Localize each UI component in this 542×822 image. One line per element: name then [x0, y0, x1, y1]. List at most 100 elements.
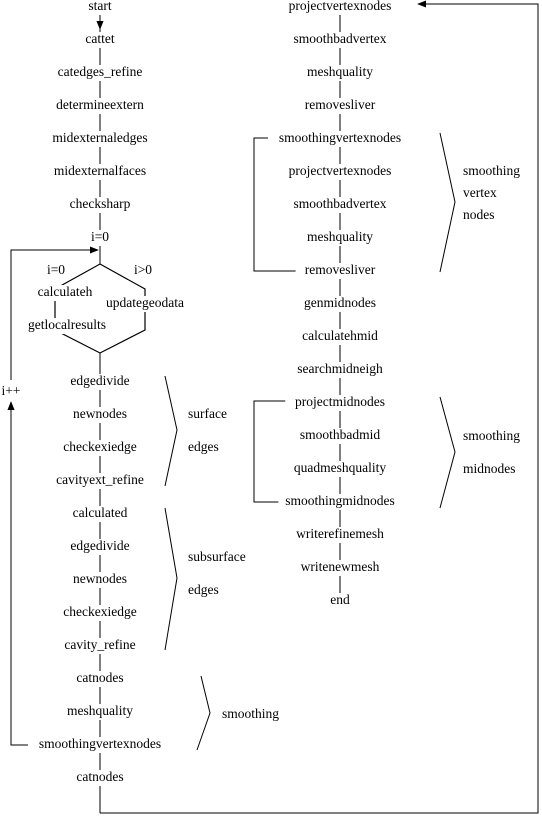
smoothing-midnodes-label-0-bg: [460, 429, 529, 445]
node-labels: startcattetcatedges_refinedetermineexter…: [0, 0, 529, 785]
branch-left-item-1-bg: [12, 318, 122, 334]
right-node-4: smoothingvertexnodes: [279, 130, 401, 145]
left-node-2-bg: [45, 65, 155, 81]
surface-edges-label-1: edges: [188, 439, 219, 454]
left-node-1-bg: [76, 32, 124, 48]
right-node-2: meshquality: [307, 64, 373, 79]
smoothing-bracket: [196, 675, 211, 751]
left-node-3-bg: [45, 98, 155, 114]
left-node-16: cavity_refine: [64, 637, 135, 652]
right-node-18: end: [330, 592, 350, 607]
left-node-8-bg: [62, 374, 138, 390]
left-node-12-bg: [62, 506, 138, 522]
right-node-13-bg: [295, 428, 385, 444]
branch-left-condition-bg: [42, 263, 70, 279]
right-node-0: projectvertexnodes: [289, 0, 392, 13]
left-node-7-bg: [86, 230, 114, 246]
subsurface-edges-bracket: [164, 507, 178, 651]
left-node-12: calculated: [73, 505, 128, 520]
branch-left-item-0-bg: [27, 285, 103, 301]
left-node-0-bg: [79, 0, 121, 15]
left-node-6: checksharp: [70, 196, 131, 211]
left-node-20: catnodes: [76, 769, 123, 784]
right-node-10: calculatehmid: [302, 328, 378, 343]
branch-right-condition: i>0: [134, 262, 152, 277]
smoothing-vertex-nodes-bracket: [439, 132, 456, 273]
smoothing-midnodes-label-0: smoothing: [463, 428, 520, 443]
left-node-19: smoothingvertexnodes: [39, 736, 161, 751]
left-node-14-bg: [69, 572, 131, 588]
right-node-9-bg: [299, 296, 381, 312]
left-node-3: determineextern: [56, 97, 144, 112]
right-node-6: smoothbadvertex: [294, 196, 387, 211]
right-node-14: quadmeshquality: [294, 460, 386, 475]
left-node-8: edgedivide: [70, 373, 129, 388]
left-node-15: checkexiedge: [63, 604, 136, 619]
right-node-14-bg: [285, 461, 395, 477]
surface-edges-label-0: surface: [188, 406, 227, 421]
right-node-12: projectmidnodes: [295, 394, 385, 409]
left-node-1: cattet: [85, 31, 114, 46]
right-node-7: meshquality: [307, 229, 373, 244]
left-node-11-bg: [41, 473, 159, 489]
smoothing-vertex-nodes-label-1-bg: [460, 186, 508, 202]
right-node-5-bg: [274, 164, 406, 180]
branch-left-item-1: getlocalresults: [28, 317, 106, 332]
smoothing-label-0: smoothing: [222, 706, 279, 721]
left-node-11: cavityext_refine: [56, 472, 144, 487]
left-node-9-bg: [69, 407, 131, 423]
left-node-9: newnodes: [73, 406, 127, 421]
right-node-6-bg: [285, 197, 395, 213]
right-node-7-bg: [299, 230, 381, 246]
branch-right-condition-bg: [129, 263, 157, 279]
right-node-8-bg: [295, 263, 385, 279]
subsurface-edges-label-1: edges: [188, 582, 219, 597]
left-node-18-bg: [59, 704, 141, 720]
connector-to-right-column: [100, 0, 539, 814]
branch-left-condition: i=0: [47, 262, 65, 277]
surface-edges-bracket: [164, 375, 178, 487]
loop-label: i++: [2, 383, 21, 398]
right-node-8: removesliver: [305, 262, 376, 277]
left-node-10: checkexiedge: [63, 439, 136, 454]
loop-label-bg: [0, 384, 25, 400]
right-node-17-bg: [295, 560, 385, 576]
left-node-13-bg: [62, 539, 138, 555]
right-node-15: smoothingmidnodes: [285, 493, 395, 508]
smoothing-vertex-nodes-label-1: vertex: [463, 185, 497, 200]
left-node-16-bg: [52, 638, 148, 654]
right-node-12-bg: [285, 395, 395, 411]
right-node-3: removesliver: [305, 97, 376, 112]
right-node-9: genmidnodes: [304, 295, 376, 310]
smoothing-vertex-nodes-label-0: smoothing: [463, 163, 520, 178]
left-node-6-bg: [62, 197, 138, 213]
left-node-10-bg: [55, 440, 145, 456]
right-node-16: writerefinemesh: [296, 526, 384, 541]
left-node-19-bg: [28, 737, 172, 753]
surface-edges-label-0-bg: [185, 407, 240, 423]
left-node-15-bg: [55, 605, 145, 621]
vertex-loop-line: [253, 134, 305, 272]
left-node-5-bg: [41, 164, 159, 180]
right-node-18-bg: [326, 593, 354, 609]
left-node-0: start: [88, 0, 111, 13]
right-node-16-bg: [285, 527, 395, 543]
right-node-11-bg: [288, 362, 392, 378]
smoothing-vertex-nodes-label-2-bg: [460, 208, 501, 224]
branch-right-item: updategeodata: [106, 295, 184, 310]
left-node-14: newnodes: [73, 571, 127, 586]
subsurface-edges-label-0: subsurface: [188, 549, 246, 564]
smoothing-vertex-nodes-label-2: nodes: [463, 207, 495, 222]
left-node-7: i=0: [91, 229, 109, 244]
left-node-17-bg: [69, 671, 131, 687]
subsurface-edges-label-0-bg: [185, 550, 260, 566]
left-node-17: catnodes: [76, 670, 123, 685]
right-node-13: smoothbadmid: [300, 427, 380, 442]
midnodes-loop-line: [253, 397, 299, 503]
left-node-5: midexternalfaces: [54, 163, 146, 178]
right-node-1-bg: [285, 32, 395, 48]
right-node-10-bg: [292, 329, 388, 345]
subsurface-edges-label-1-bg: [185, 583, 226, 599]
